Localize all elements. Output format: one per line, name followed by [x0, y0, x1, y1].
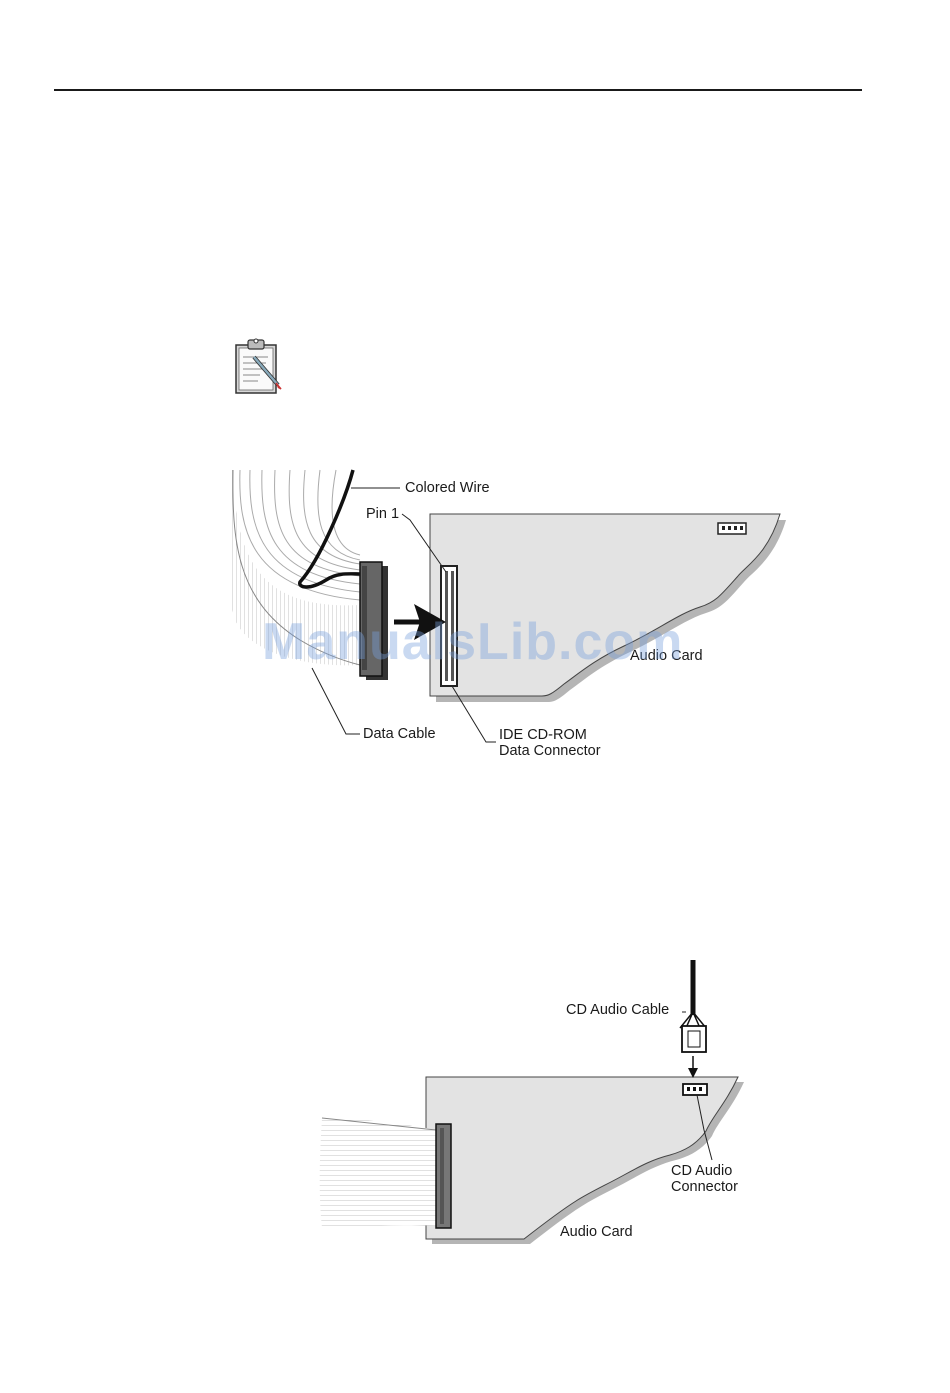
header-rule: [54, 89, 862, 91]
label-pin1: Pin 1: [366, 506, 399, 522]
label-data-cable: Data Cable: [363, 726, 436, 742]
data-cable-ribbon-2: [320, 1118, 436, 1228]
label-colored-wire: Colored Wire: [405, 480, 490, 496]
label-cd-audio-cable: CD Audio Cable: [566, 1002, 669, 1018]
note-clipboard-icon: [232, 337, 286, 397]
label-cd-audio-connector-line2: Connector: [671, 1179, 738, 1195]
figure-cd-audio-cable: [0, 950, 950, 1250]
watermark: ManualsLib.com: [262, 612, 683, 672]
cd-audio-plug: [682, 1026, 706, 1052]
label-ide-connector-line1: IDE CD-ROM: [499, 727, 587, 743]
label-ide-connector-line2: Data Connector: [499, 743, 601, 759]
cd-audio-cable: [680, 960, 706, 1052]
insert-down-arrow-icon: [688, 1056, 698, 1078]
audio-card-2: [426, 1077, 738, 1239]
label-audio-card-2: Audio Card: [560, 1224, 633, 1240]
leader-data-cable: [312, 668, 360, 734]
label-cd-audio-connector-line1: CD Audio: [671, 1163, 732, 1179]
